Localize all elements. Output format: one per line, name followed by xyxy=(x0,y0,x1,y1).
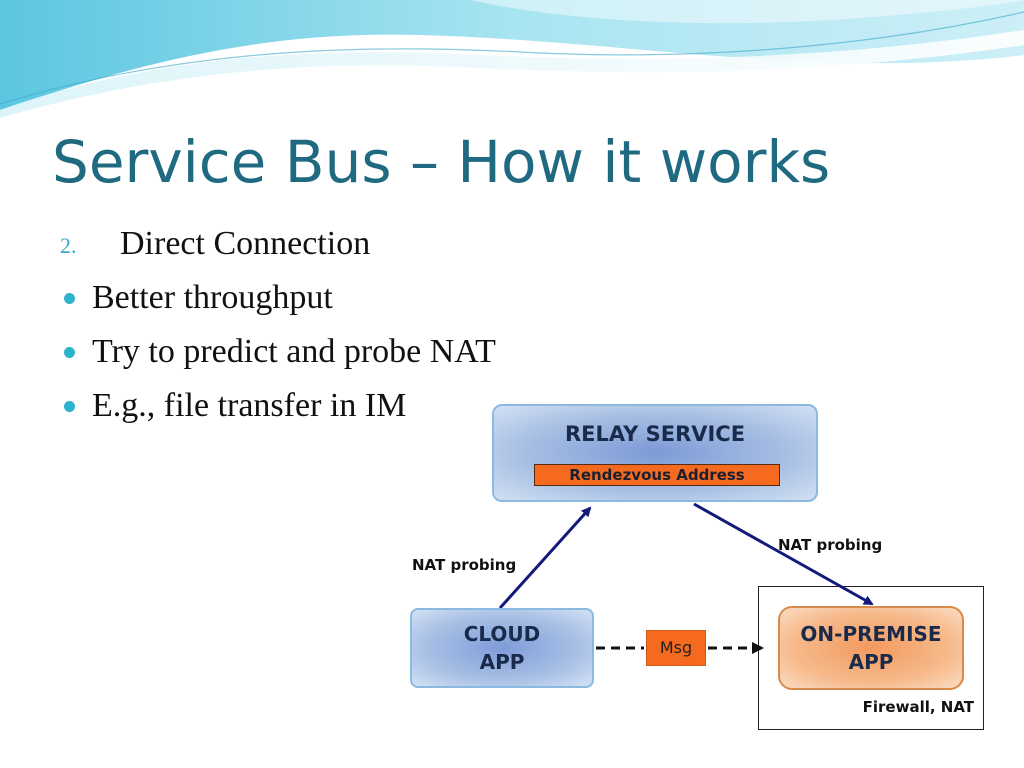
bullet-text: Try to predict and probe NAT xyxy=(92,333,496,370)
relay-service-label: RELAY SERVICE xyxy=(564,422,746,446)
bullet-dot-icon xyxy=(64,401,75,412)
nat-probing-label-right: NAT probing xyxy=(778,536,883,554)
cloud-app-label-line1: CLOUD xyxy=(463,622,541,646)
rendezvous-address-label: Rendezvous Address xyxy=(534,464,780,486)
on-premise-app-box: ON-PREMISE APP xyxy=(778,606,964,690)
msg-box: Msg xyxy=(646,630,706,666)
on-premise-label-line2: APP xyxy=(848,650,894,674)
cloud-app-label-line2: APP xyxy=(479,650,525,674)
cloud-app-box: CLOUD APP xyxy=(410,608,594,688)
nat-probing-label-left: NAT probing xyxy=(412,556,517,574)
nat-probing-arrow-left xyxy=(498,506,592,610)
slide-title: Service Bus – How it works xyxy=(52,128,831,196)
relay-service-box: RELAY SERVICE Rendezvous Address xyxy=(492,404,818,502)
bullet-dot-icon xyxy=(64,347,75,358)
diagram-arrows xyxy=(498,502,874,654)
bullet-text: Better throughput xyxy=(92,279,333,316)
bullet-dot-icon xyxy=(64,293,75,304)
service-bus-diagram: RELAY SERVICE Rendezvous Address CLOUD A… xyxy=(410,398,986,732)
nat-probing-arrow-right xyxy=(693,502,874,606)
bullet-text: E.g., file transfer in IM xyxy=(92,387,407,424)
item-text: Direct Connection xyxy=(120,225,371,262)
header-wave-decoration xyxy=(0,0,1024,118)
on-premise-label-line1: ON-PREMISE xyxy=(800,622,942,646)
firewall-nat-label: Firewall, NAT xyxy=(862,698,974,716)
item-number: 2. xyxy=(60,233,77,258)
